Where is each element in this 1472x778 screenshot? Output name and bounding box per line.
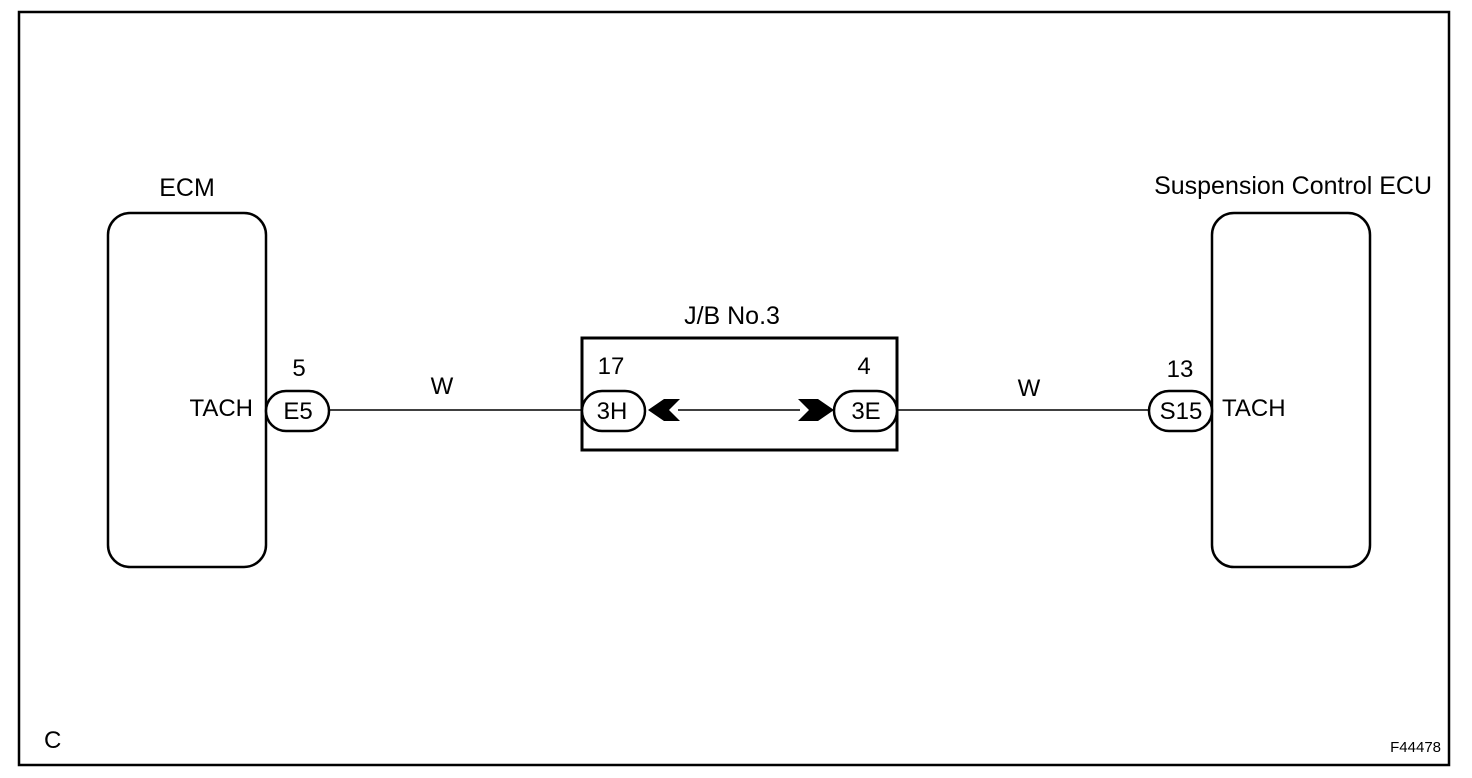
ecm-terminal-label: TACH	[189, 395, 253, 422]
jb-right-connector-label: 3E	[851, 398, 880, 425]
ecm-component: ECM TACH 5 E5	[106, 174, 331, 569]
suspension-ecu-box	[1210, 211, 1372, 569]
ecm-title: ECM	[159, 174, 215, 202]
jb-right-terminal-arrow-icon	[798, 399, 834, 421]
suspension-ecu-component: Suspension Control ECU 13 S15 TACH	[1147, 172, 1432, 569]
ecm-connector-label: E5	[283, 398, 312, 425]
wire-ecm-to-jb: W	[329, 373, 582, 411]
jb-left-pin-number: 17	[598, 353, 625, 380]
wire-color-code: W	[431, 373, 454, 400]
corner-label: C	[44, 727, 61, 754]
suspension-ecu-title: Suspension Control ECU	[1154, 172, 1432, 200]
wire-jb-to-suspension-ecu: W	[897, 375, 1150, 411]
suspension-ecu-connector-label: S15	[1160, 398, 1203, 425]
diagram-frame	[17, 10, 1451, 767]
suspension-ecu-connector	[1147, 389, 1214, 433]
suspension-ecu-pin-number: 13	[1167, 356, 1194, 383]
ecm-pin-number: 5	[292, 355, 305, 382]
junction-block-component: J/B No.3 17 3H 4 3E	[580, 302, 899, 452]
jb-left-terminal-arrow-icon	[648, 399, 680, 421]
junction-block-box	[580, 336, 899, 452]
wire-color-code: W	[1018, 375, 1041, 402]
jb-left-connector-label: 3H	[597, 398, 628, 425]
jb-right-connector	[832, 389, 899, 433]
jb-left-connector	[580, 389, 647, 433]
ecm-box	[106, 211, 268, 569]
suspension-ecu-terminal-label: TACH	[1222, 395, 1286, 422]
junction-block-title: J/B No.3	[684, 302, 780, 330]
jb-right-pin-number: 4	[857, 353, 870, 380]
figure-id: F44478	[1390, 739, 1441, 756]
ecm-connector	[264, 389, 331, 433]
